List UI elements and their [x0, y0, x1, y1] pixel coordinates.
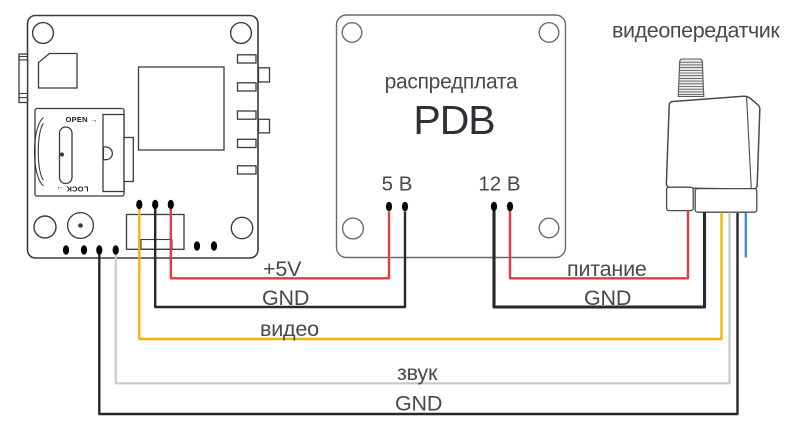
mounting-hole	[31, 21, 55, 45]
transmitter-body	[665, 95, 761, 191]
side-connector-notch	[18, 92, 29, 99]
camera-board: OPEN → LOCK →	[18, 14, 271, 259]
sd-slot-spring	[37, 123, 44, 181]
mounting-hole	[341, 22, 363, 44]
mounting-hole	[230, 216, 254, 240]
side-connector-notch	[18, 55, 29, 61]
camera-gnd-pad	[152, 199, 159, 210]
pdb-5v-gnd-pad	[401, 201, 409, 212]
transmitter-side-edge	[746, 96, 752, 190]
antenna-threads	[678, 61, 704, 95]
sd-slot-latch-hole	[102, 146, 113, 161]
main-chip	[137, 66, 225, 151]
pdb-outline	[335, 14, 567, 259]
labels: видеопередатчик +5V GND видео звук GND п…	[260, 19, 781, 416]
mounting-hole	[33, 215, 57, 239]
mounting-hole	[341, 217, 365, 240]
sd-open-label: OPEN →	[66, 115, 98, 124]
side-button	[257, 118, 271, 134]
camera-gnd2-pad	[96, 245, 103, 255]
wire-5v	[169, 208, 391, 280]
buzzer-center	[78, 223, 83, 228]
antenna-connector	[677, 58, 705, 98]
camera-pad	[193, 241, 201, 251]
mounting-hole	[538, 22, 560, 44]
sd-card-icon	[37, 52, 78, 89]
label-gnd-bottom: GND	[395, 392, 442, 416]
sd-slot-spring	[34, 117, 44, 187]
camera-pad	[62, 245, 70, 255]
wire-sound	[114, 212, 731, 385]
wire-gnd-bottom	[98, 213, 739, 416]
wire-video	[138, 208, 723, 341]
label-gnd-transmitter: GND	[584, 286, 631, 310]
sd-lock-label: LOCK →	[56, 185, 88, 194]
camera-5v-pad	[167, 199, 174, 210]
wire-gnd-left	[154, 208, 407, 309]
camera-pad	[210, 241, 218, 251]
pdb-title: PDB	[413, 97, 494, 143]
pdb-12v-plus-pad	[506, 201, 514, 212]
side-button	[257, 67, 271, 83]
camera-video-pad	[136, 199, 143, 210]
transmitter-power-connector	[665, 186, 694, 212]
sd-slot-pin	[59, 152, 65, 157]
mounting-hole	[229, 21, 253, 45]
video-transmitter	[665, 58, 761, 213]
side-connector	[18, 53, 29, 104]
camera-sound-pad	[112, 245, 119, 255]
edge-pad	[236, 110, 257, 120]
edge-pad	[236, 54, 257, 64]
sd-slot-window	[58, 126, 73, 185]
sd-slot: OPEN → LOCK →	[34, 107, 134, 197]
pdb-12v-gnd-pad	[490, 201, 498, 212]
edge-pad	[236, 165, 257, 175]
mounting-hole	[538, 217, 560, 239]
pdb-5v-plus-pad	[385, 201, 393, 212]
pdb-subtitle: распредплата	[385, 71, 518, 94]
label-power: питание	[567, 257, 647, 281]
pdb-12v-label: 12 В	[478, 173, 520, 196]
wire-power	[508, 210, 690, 280]
wires	[98, 208, 747, 416]
transmitter-title: видеопередатчик	[612, 19, 780, 43]
edge-pad	[236, 82, 257, 92]
label-plus5v: +5V	[263, 257, 302, 281]
pdb-5v-label: 5 В	[382, 173, 413, 196]
edge-pads	[236, 54, 257, 175]
label-sound: звук	[397, 361, 438, 385]
sd-slot-tab	[123, 136, 134, 183]
label-video: видео	[260, 317, 319, 341]
camera-pad	[80, 245, 88, 255]
transmitter-signal-connector	[694, 187, 758, 213]
label-gnd-camera: GND	[262, 286, 309, 310]
pdb-board: распредплата PDB 5 В 12 В	[335, 14, 567, 259]
wire-gnd-right	[492, 211, 707, 309]
edge-pad	[236, 138, 257, 149]
